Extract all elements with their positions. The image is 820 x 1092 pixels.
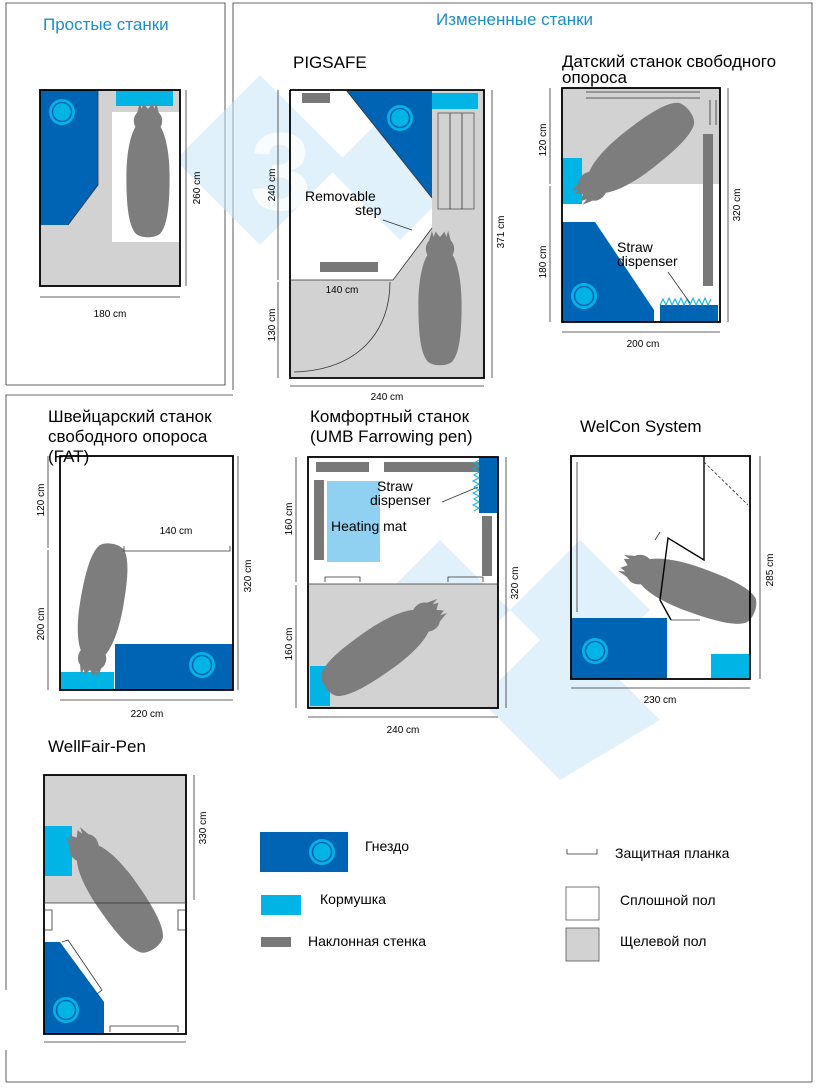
pen-swiss: Швейцарский станок свободного опороса (F…	[36, 407, 254, 720]
legend-slope-label: Наклонная стенка	[308, 933, 426, 949]
dim-swiss-200: 200 cm	[36, 608, 47, 641]
dim-pigsafe-240b: 240 cm	[371, 392, 404, 403]
dim-pigsafe-140: 140 cm	[326, 285, 359, 296]
section-title-simple: Простые станки	[43, 15, 169, 34]
label-straw: Straw	[377, 478, 414, 494]
legend-feeder: Кормушка	[261, 891, 386, 915]
label-step: step	[355, 202, 382, 218]
dim-pigsafe-240: 240 cm	[267, 169, 278, 202]
dim-swiss-320: 320 cm	[243, 560, 254, 593]
nest-disc-icon	[48, 98, 76, 126]
pen-welcon: WelCon System 285 cm 230 cm	[570, 417, 776, 706]
dim-comfort-240: 240 cm	[387, 725, 420, 736]
pen-title-welcon: WelCon System	[580, 417, 702, 436]
legend-feeder-label: Кормушка	[320, 891, 386, 907]
legend: Гнездо Кормушка Наклонная стенка Защитна…	[260, 832, 730, 962]
dim-danish-180: 180 cm	[538, 246, 549, 279]
dim-simple-180: 180 cm	[94, 309, 127, 320]
dim-comfort-160b: 160 cm	[284, 628, 295, 661]
dim-wellfair-330: 330 cm	[198, 812, 209, 845]
label-heating-mat: Heating mat	[331, 518, 407, 534]
dim-swiss-140: 140 cm	[160, 526, 193, 537]
pen-pigsafe: PIGSAFE 240 cm 130 cm 140 cm 371 cm 240 …	[267, 53, 507, 403]
nest-disc-icon	[570, 282, 598, 310]
legend-bar: Защитная планка	[566, 845, 730, 861]
protection-bar-icon	[566, 849, 598, 855]
legend-slatted: Щелевой пол	[565, 927, 706, 962]
legend-bar-label: Защитная планка	[615, 845, 730, 861]
label-straw: Straw	[617, 239, 654, 255]
dim-swiss-120: 120 cm	[36, 484, 47, 517]
legend-solid-label: Сплошной пол	[620, 892, 716, 908]
pen-title-swiss-2: свободного опороса	[48, 427, 208, 446]
dim-danish-200: 200 cm	[627, 339, 660, 350]
watermark-glyph: 3	[250, 111, 311, 234]
straw-icon	[471, 459, 481, 512]
label-dispenser: dispenser	[370, 492, 431, 508]
nest-disc-icon	[308, 838, 336, 866]
pen-title-wellfair: WellFair-Pen	[48, 737, 146, 756]
dim-simple-260: 260 cm	[192, 172, 203, 205]
label-removable: Removable	[305, 188, 376, 204]
section-title-modified: Измененные станки	[436, 10, 593, 29]
pen-comfort: Комфортный станок (UMB Farrowing pen) 16…	[284, 407, 521, 736]
pen-title-danish-2: опороса	[562, 68, 628, 87]
pen-danish: Датский станок свободного опороса 120 cm…	[538, 52, 776, 350]
pen-title-danish-1: Датский станок свободного	[562, 52, 776, 71]
dim-danish-120: 120 cm	[538, 124, 549, 157]
nest-disc-icon	[386, 104, 414, 132]
dim-comfort-160a: 160 cm	[284, 503, 295, 536]
protection-bar-icon	[109, 1025, 179, 1032]
pen-title-swiss-1: Швейцарский станок	[48, 407, 212, 426]
nest-disc-icon	[188, 651, 216, 679]
legend-nest-label: Гнездо	[365, 838, 409, 854]
dim-welcon-230: 230 cm	[644, 695, 677, 706]
dim-swiss-220: 220 cm	[131, 709, 164, 720]
legend-slope: Наклонная стенка	[261, 933, 426, 949]
nest-disc-icon	[581, 637, 609, 665]
protection-bar-icon	[447, 576, 484, 582]
nest-disc-icon	[52, 996, 80, 1024]
pen-wellfair: WellFair-Pen 330 cm	[43, 737, 209, 1043]
pen-simple: 260 cm 180 cm	[39, 89, 203, 320]
pen-title-comfort-1: Комфортный станок	[310, 407, 470, 426]
dim-pigsafe-130: 130 cm	[267, 309, 278, 342]
protection-bar-icon	[324, 576, 361, 582]
dim-welcon-285: 285 cm	[765, 554, 776, 587]
legend-solid: Сплошной пол	[565, 886, 716, 921]
dim-comfort-320: 320 cm	[510, 567, 521, 600]
legend-nest: Гнездо	[260, 832, 409, 872]
protection-bar-icon	[123, 546, 231, 552]
dim-danish-320: 320 cm	[732, 189, 743, 222]
straw-icon	[659, 296, 712, 307]
legend-slatted-label: Щелевой пол	[620, 933, 706, 949]
dim-pigsafe-371: 371 cm	[496, 216, 507, 249]
pen-title-pigsafe: PIGSAFE	[293, 53, 367, 72]
label-dispenser: dispenser	[617, 253, 678, 269]
pen-title-comfort-2: (UMB Farrowing pen)	[310, 427, 473, 446]
